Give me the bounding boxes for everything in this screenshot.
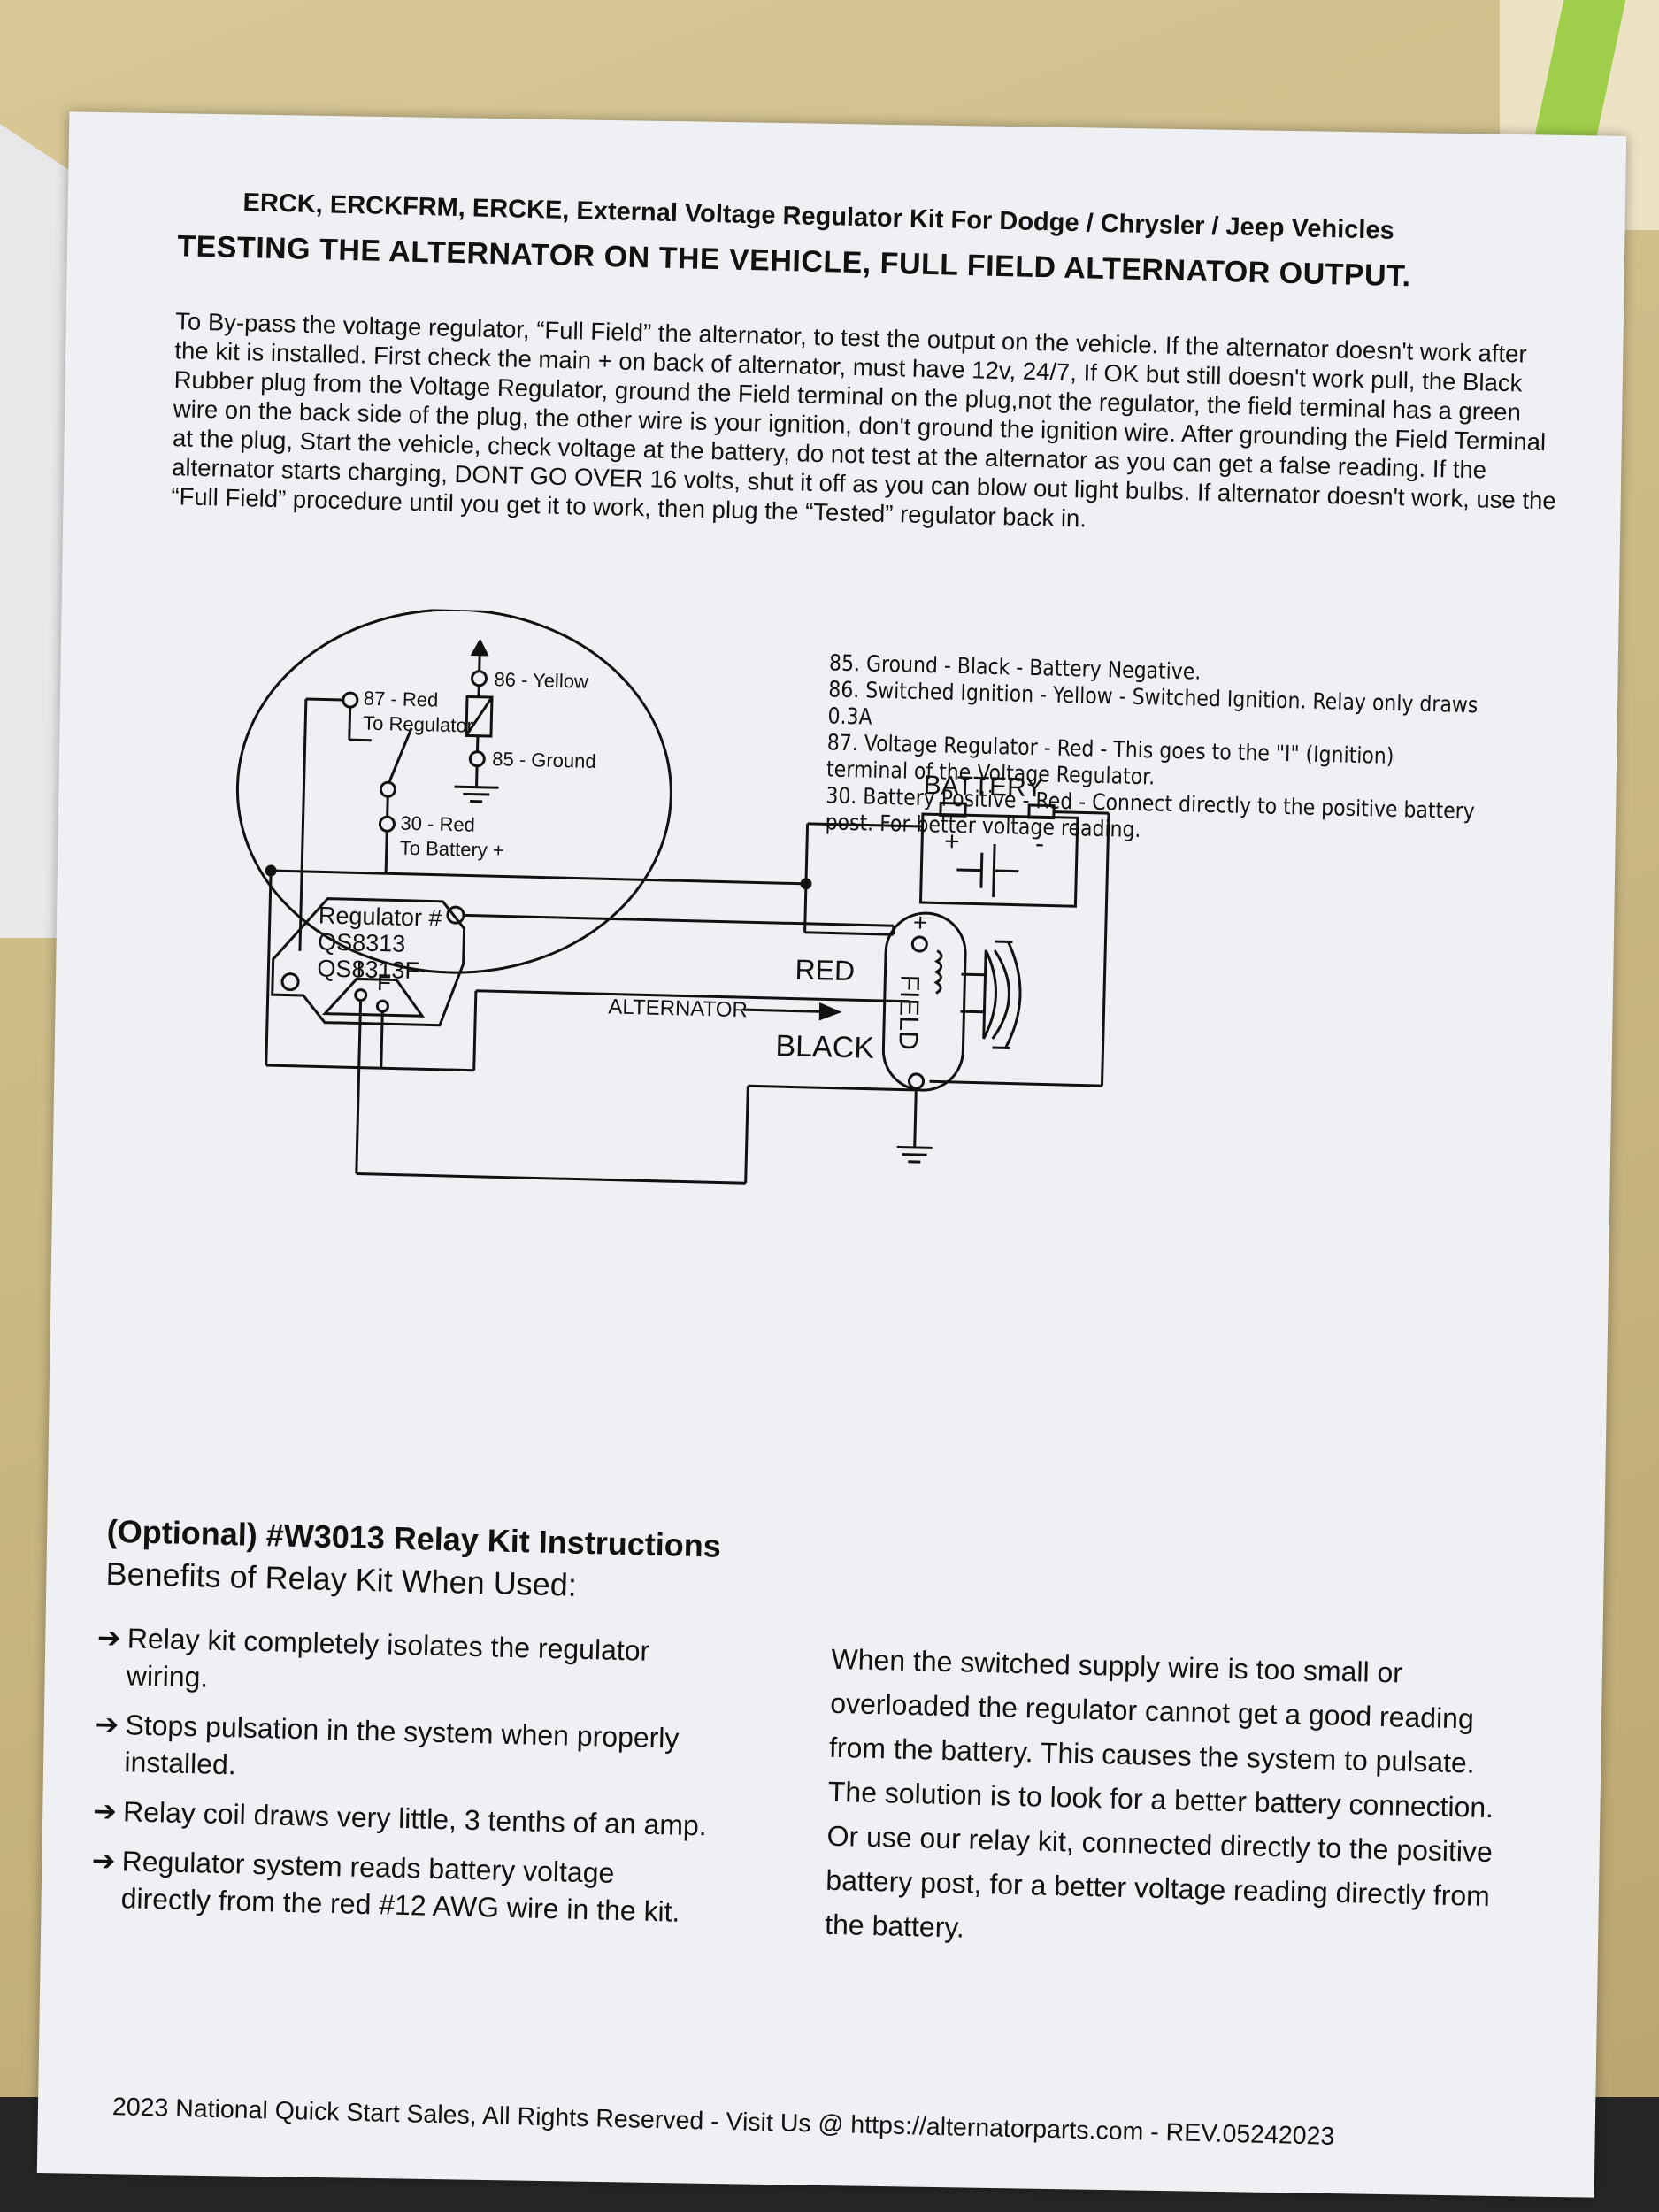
benefits-list: ➔Relay kit completely isolates the regul… <box>90 1619 717 1944</box>
sheet-content: ERCK, ERCKFRM, ERCKE, External Voltage R… <box>84 186 1583 2202</box>
red-wire-label: RED <box>795 954 855 987</box>
footer-text: 2023 National Quick Start Sales, All Rig… <box>111 2093 1335 2151</box>
field-label: FIELD <box>893 974 924 1050</box>
benefit-text: Relay kit completely isolates the regula… <box>126 1622 650 1694</box>
arrow-icon: ➔ <box>91 1844 116 1878</box>
arrow-icon: ➔ <box>95 1708 119 1741</box>
regulator-model-1: QS8313 <box>318 928 406 956</box>
terminal-i-label: I <box>356 956 363 982</box>
label-pin30: 30 - Red <box>400 812 475 836</box>
relay-circle <box>235 608 672 974</box>
wiring-diagram: 86 - Yellow 87 - Red To Regulator 85 - G… <box>235 608 1110 1185</box>
benefit-text: Regulator system reads battery voltage d… <box>120 1845 680 1928</box>
pulsation-paragraph: When the switched supply wire is too sma… <box>824 1642 1494 1944</box>
wire-legend: 85. Ground - Black - Battery Negative. 8… <box>825 649 1483 851</box>
intro-paragraph: To By-pass the voltage regulator, “Full … <box>171 307 1557 533</box>
benefit-text: Stops pulsation in the system when prope… <box>124 1709 680 1781</box>
list-item: ➔Relay coil draws very little, 3 tenths … <box>93 1792 713 1844</box>
label-pin30-sub: To Battery + <box>400 837 505 862</box>
battery-plus: + <box>944 827 960 856</box>
battery <box>918 812 1079 908</box>
arrow-icon: ➔ <box>92 1794 118 1828</box>
regulator-label: Regulator # <box>319 902 442 931</box>
label-pin85: 85 - Ground <box>492 748 596 772</box>
list-item: ➔Regulator system reads battery voltage … <box>90 1841 711 1931</box>
label-pin87: 87 - Red <box>364 687 439 711</box>
regulator-model-2: QS8313F <box>317 955 419 984</box>
benefit-text: Relay coil draws very little, 3 tenths o… <box>122 1795 708 1842</box>
battery-minus: - <box>1035 829 1045 858</box>
list-item: ➔Relay kit completely isolates the regul… <box>96 1619 717 1709</box>
alternator-plus: + <box>913 909 928 936</box>
terminal-f-label: F <box>377 969 392 995</box>
alternator-label: ALTERNATOR <box>608 995 748 1022</box>
label-pin86: 86 - Yellow <box>494 668 588 693</box>
battery-label: BATTERY <box>923 771 1043 803</box>
list-item: ➔Stops pulsation in the system when prop… <box>94 1705 715 1794</box>
label-pin87-sub: To Regulator <box>363 712 473 737</box>
black-wire-label: BLACK <box>775 1029 875 1065</box>
alternator <box>881 911 967 1092</box>
arrow-icon: ➔ <box>96 1621 122 1655</box>
relay-kit-subtitle: Benefits of Relay Kit When Used: <box>105 1555 578 1603</box>
